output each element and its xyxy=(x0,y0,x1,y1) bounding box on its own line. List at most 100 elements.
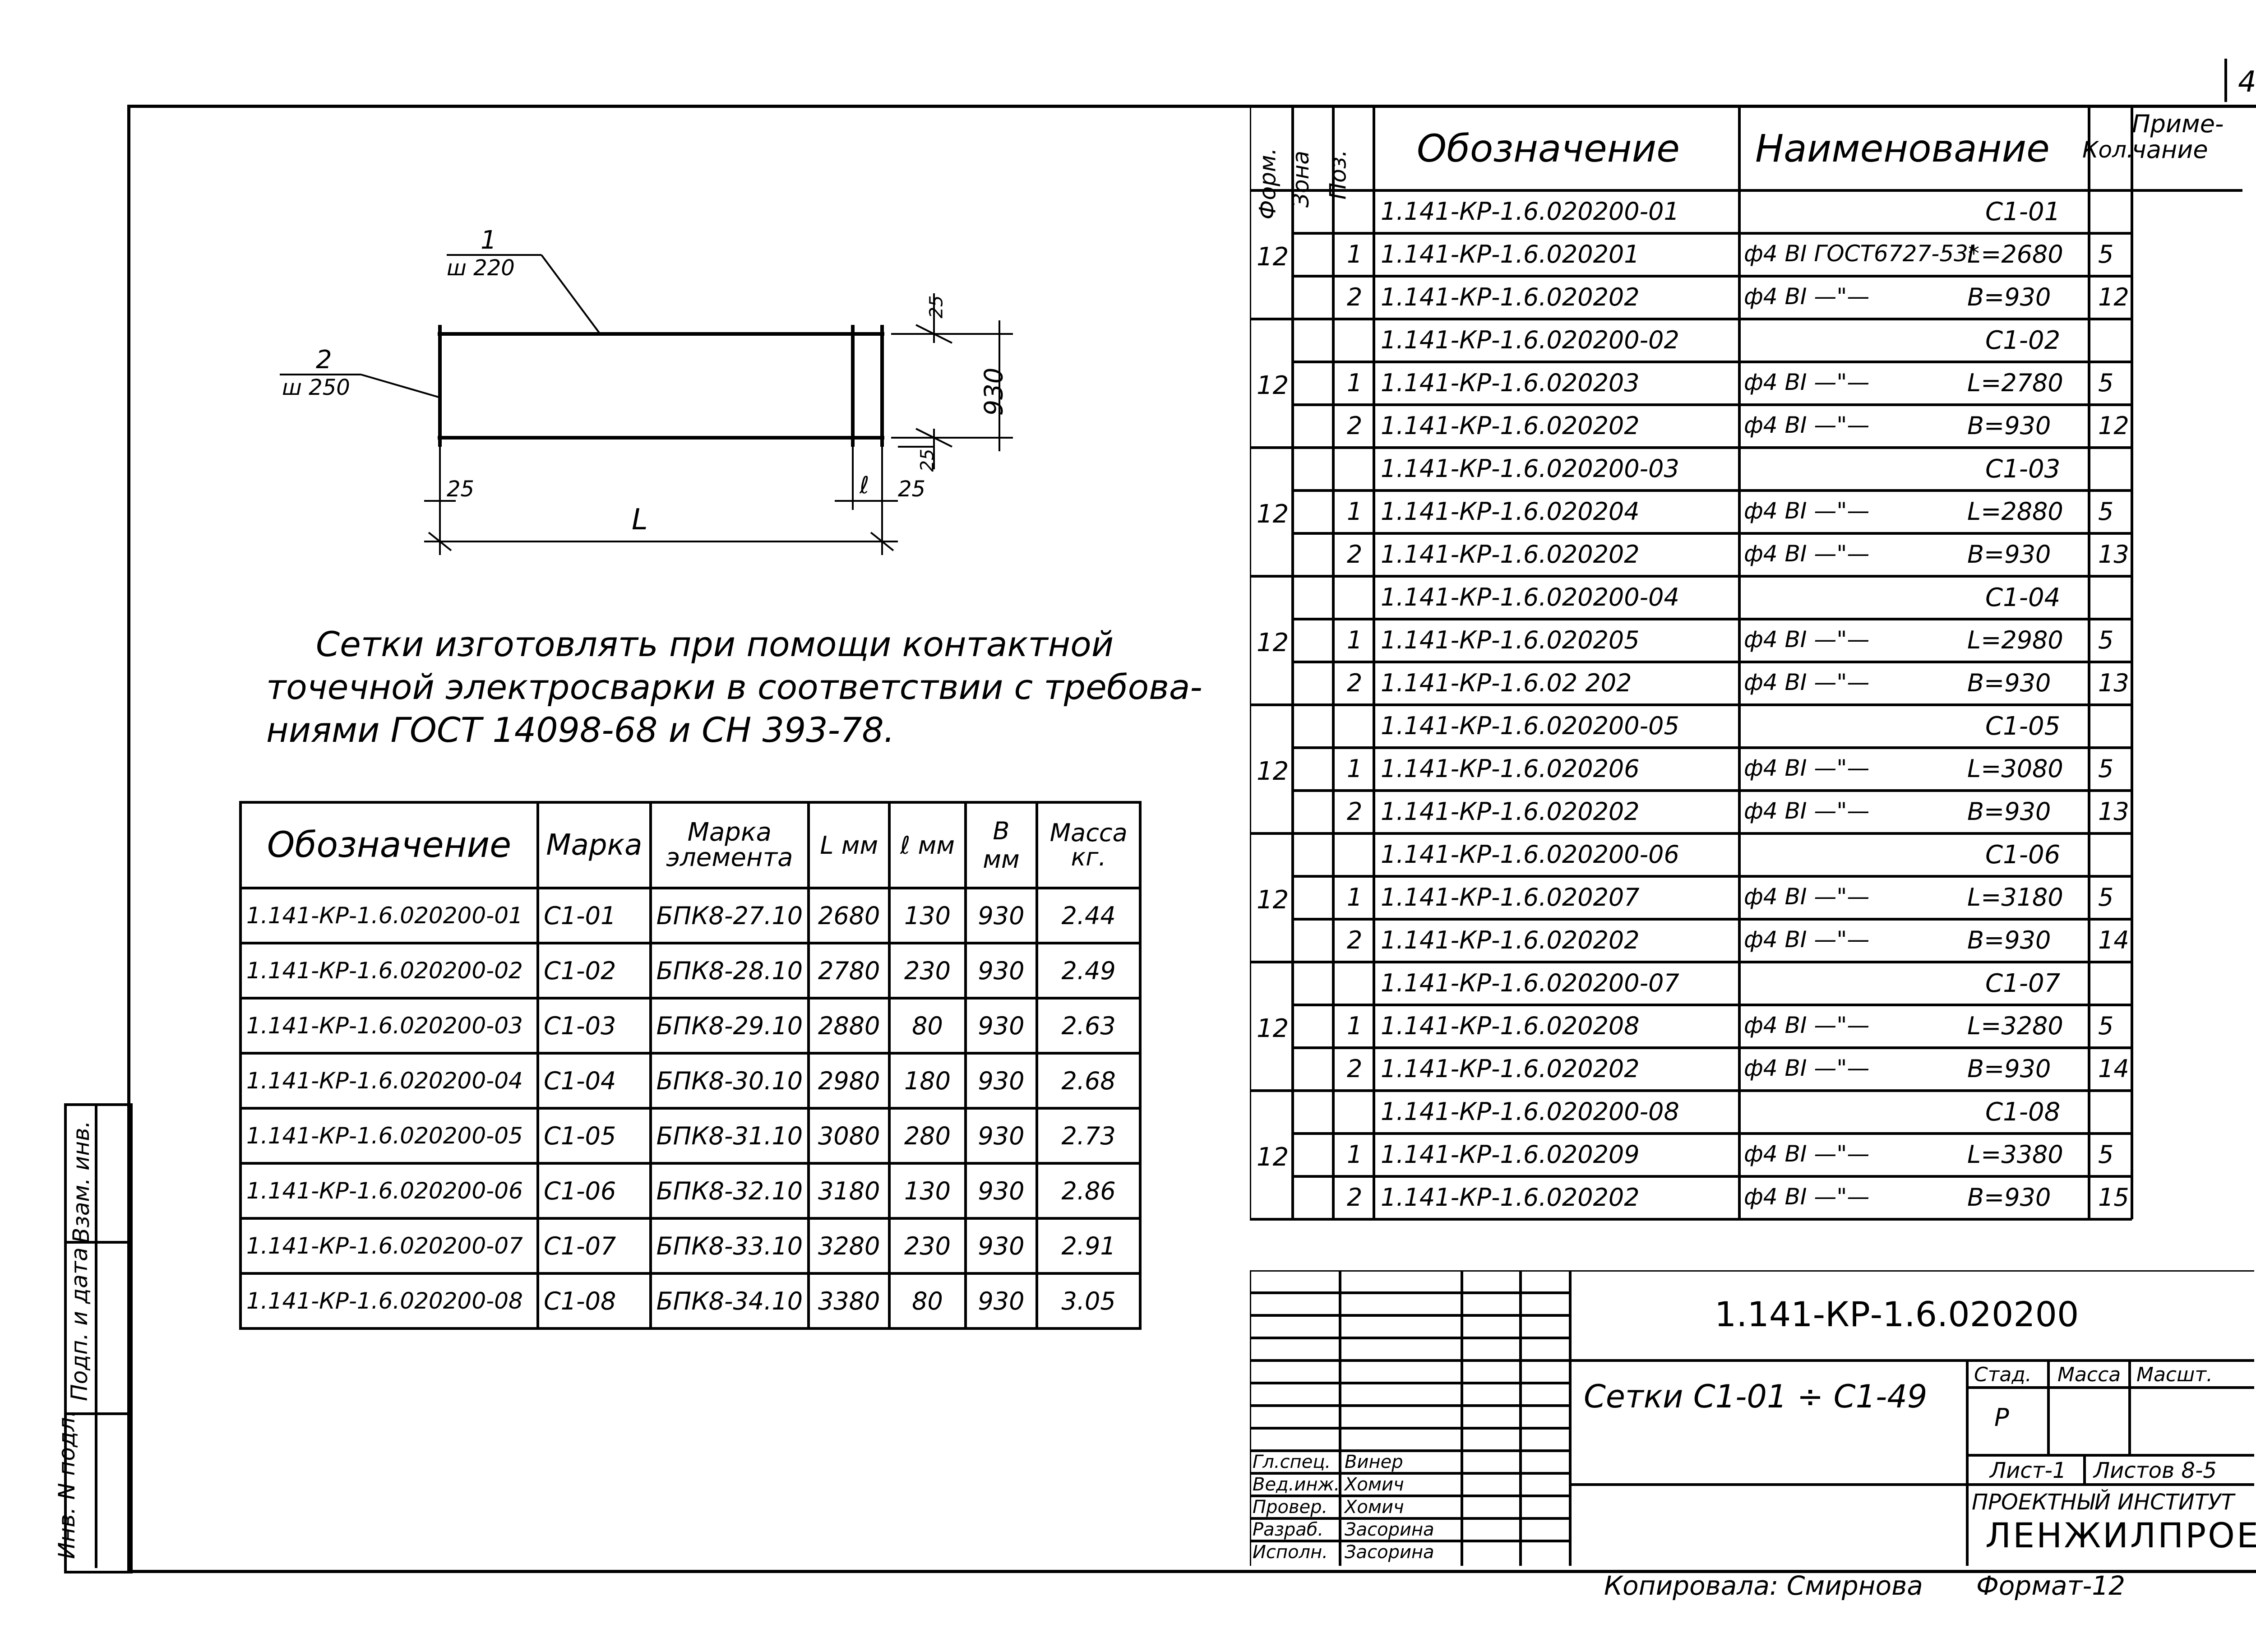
item-qty: 5 xyxy=(2098,240,2114,268)
assembly-mark: С1-02 xyxy=(1985,326,2061,355)
col-l: ℓ мм xyxy=(888,801,967,889)
table-cell: 3180 xyxy=(807,1162,891,1220)
table-cell: БПК8-29.10 xyxy=(649,997,810,1055)
table-cell: 1.141-КР-1.6.020200-01 xyxy=(239,887,540,944)
item-pos: 1 xyxy=(1347,1012,1363,1040)
dim-25-left: 25 xyxy=(447,477,475,502)
role-label: Провер. xyxy=(1253,1497,1328,1518)
stage-label: Стад. xyxy=(1974,1363,2032,1386)
col-mass: Масса кг. xyxy=(1036,801,1142,889)
table-cell: 130 xyxy=(888,887,967,944)
item-name: ф4 ВI —"— xyxy=(1744,926,1870,953)
table-cell: 180 xyxy=(888,1052,967,1110)
col-element-mark: Марка элемента xyxy=(649,801,810,889)
hdr-note: Приме-чание xyxy=(2132,110,2224,164)
hdr-zone: Зона xyxy=(1287,151,1314,208)
item-pos: 1 xyxy=(1347,883,1363,912)
group-format: 12 xyxy=(1257,1014,1289,1043)
side-stamp xyxy=(64,1103,133,1573)
person-name: Винер xyxy=(1345,1452,1403,1472)
item-dim: L=3280 xyxy=(1967,1012,2063,1040)
table-cell: БПК8-28.10 xyxy=(649,942,810,1000)
side-stamp-swap: Взам. инв. xyxy=(68,1120,94,1243)
table-cell: 930 xyxy=(964,1162,1039,1220)
role-label: Гл.спец. xyxy=(1253,1452,1331,1472)
item-pos: 1 xyxy=(1347,626,1363,654)
dim-25-right: 25 xyxy=(917,449,938,472)
table-cell: 280 xyxy=(888,1107,967,1165)
drawing-frame xyxy=(127,105,2256,1573)
item-designation: 1.141-КР-1.6.020202 xyxy=(1381,1183,1640,1212)
hdr-pos: Поз. xyxy=(1325,149,1351,200)
item-designation: 1.141-КР-1.6.020202 xyxy=(1381,412,1640,440)
table-cell: С1-08 xyxy=(536,1272,652,1330)
table-cell: 930 xyxy=(964,1217,1039,1275)
item-qty: 12 xyxy=(2098,412,2129,440)
item-name: ф4 ВI —"— xyxy=(1744,541,1870,567)
assembly-designation: 1.141-КР-1.6.020200-03 xyxy=(1381,454,1679,483)
table-cell: 80 xyxy=(888,1272,967,1330)
leader-2-pos: 2 xyxy=(316,345,332,375)
col-mark: Марка xyxy=(536,801,652,889)
table-cell: БПК8-33.10 xyxy=(649,1217,810,1275)
person-name: Хомич xyxy=(1345,1474,1404,1495)
table-cell: 2.63 xyxy=(1036,997,1142,1055)
item-qty: 5 xyxy=(2098,1012,2114,1040)
assembly-mark: С1-03 xyxy=(1985,454,2061,484)
item-designation: 1.141-КР-1.6.020206 xyxy=(1381,754,1640,783)
assembly-designation: 1.141-КР-1.6.020200-02 xyxy=(1381,326,1679,354)
item-pos: 2 xyxy=(1347,1183,1363,1212)
table-cell: 2980 xyxy=(807,1052,891,1110)
item-dim: B=930 xyxy=(1967,669,2051,697)
table-cell: 80 xyxy=(888,997,967,1055)
item-pos: 2 xyxy=(1347,926,1363,954)
item-pos: 2 xyxy=(1347,283,1363,311)
role-label: Разраб. xyxy=(1253,1519,1324,1540)
item-dim: L=2680 xyxy=(1967,240,2063,268)
table-cell: 2.49 xyxy=(1036,942,1142,1000)
table-cell: 930 xyxy=(964,887,1039,944)
assembly-designation: 1.141-КР-1.6.020200-05 xyxy=(1381,712,1679,740)
item-pos: 1 xyxy=(1347,497,1363,526)
item-name: ф4 ВI —"— xyxy=(1744,755,1870,781)
table-cell: С1-04 xyxy=(536,1052,652,1110)
item-dim: B=930 xyxy=(1967,412,2051,440)
role-label: Исполн. xyxy=(1253,1542,1328,1563)
group-format: 12 xyxy=(1257,628,1289,657)
table-cell: 930 xyxy=(964,1107,1039,1165)
table-cell: 2.91 xyxy=(1036,1217,1142,1275)
sheet-label: Лист-1 xyxy=(1990,1458,2066,1483)
table-cell: БПК8-34.10 xyxy=(649,1272,810,1330)
assembly-mark: С1-05 xyxy=(1985,712,2061,741)
item-name: ф4 ВI —"— xyxy=(1744,669,1870,695)
item-dim: B=930 xyxy=(1967,926,2051,954)
person-name: Хомич xyxy=(1345,1497,1404,1518)
item-designation: 1.141-КР-1.6.020202 xyxy=(1381,283,1640,311)
assembly-designation: 1.141-КР-1.6.020200-06 xyxy=(1381,840,1679,869)
dim-930: 930 xyxy=(979,367,1009,416)
side-stamp-sign: Подп. и дата xyxy=(66,1247,92,1401)
table-cell: 1.141-КР-1.6.020200-08 xyxy=(239,1272,540,1330)
item-name: ф4 ВI —"— xyxy=(1744,1141,1870,1167)
table-cell: С1-06 xyxy=(536,1162,652,1220)
assembly-mark: С1-04 xyxy=(1985,583,2061,612)
item-pos: 2 xyxy=(1347,669,1363,697)
dim-25-bottom: 25 xyxy=(898,477,926,502)
item-pos: 2 xyxy=(1347,540,1363,569)
spec-grid xyxy=(1250,105,2242,1221)
role-label: Вед.инж. xyxy=(1253,1474,1340,1495)
table-cell: 2.44 xyxy=(1036,887,1142,944)
item-qty: 12 xyxy=(2098,283,2129,311)
item-dim: B=930 xyxy=(1967,283,2051,311)
item-qty: 14 xyxy=(2098,1055,2129,1083)
table-cell: 2680 xyxy=(807,887,891,944)
person-name: Засорина xyxy=(1345,1542,1434,1563)
group-format: 12 xyxy=(1257,885,1289,915)
item-pos: 1 xyxy=(1347,1140,1363,1169)
org-line-2: ЛЕНЖИЛПРОЕКТ xyxy=(1985,1515,2256,1555)
